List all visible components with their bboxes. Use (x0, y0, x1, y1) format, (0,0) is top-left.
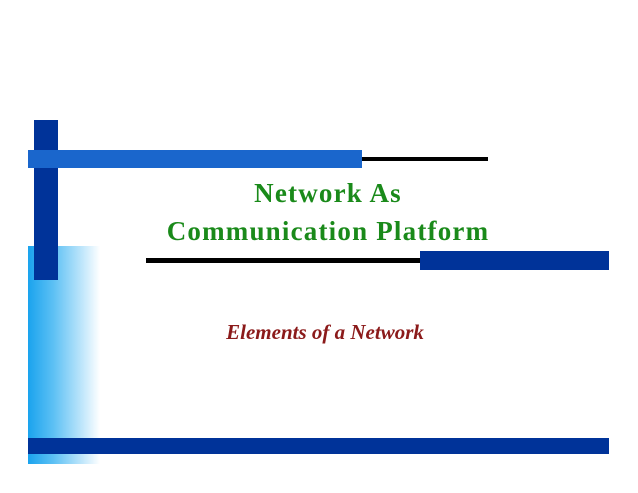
bottom-blue-bar (28, 438, 609, 454)
vertical-accent-bar (34, 120, 58, 280)
middle-blue-bar (420, 251, 609, 270)
slide-subtitle: Elements of a Network (226, 320, 424, 344)
middle-black-line (146, 258, 422, 263)
slide-title: Network As Communication Platform (100, 174, 556, 250)
slide-title-line-1: Network As (254, 178, 402, 208)
top-blue-bar (28, 150, 362, 168)
top-black-line (362, 157, 488, 161)
left-gradient-block (28, 246, 100, 464)
slide-title-line-2: Communication Platform (166, 216, 490, 246)
